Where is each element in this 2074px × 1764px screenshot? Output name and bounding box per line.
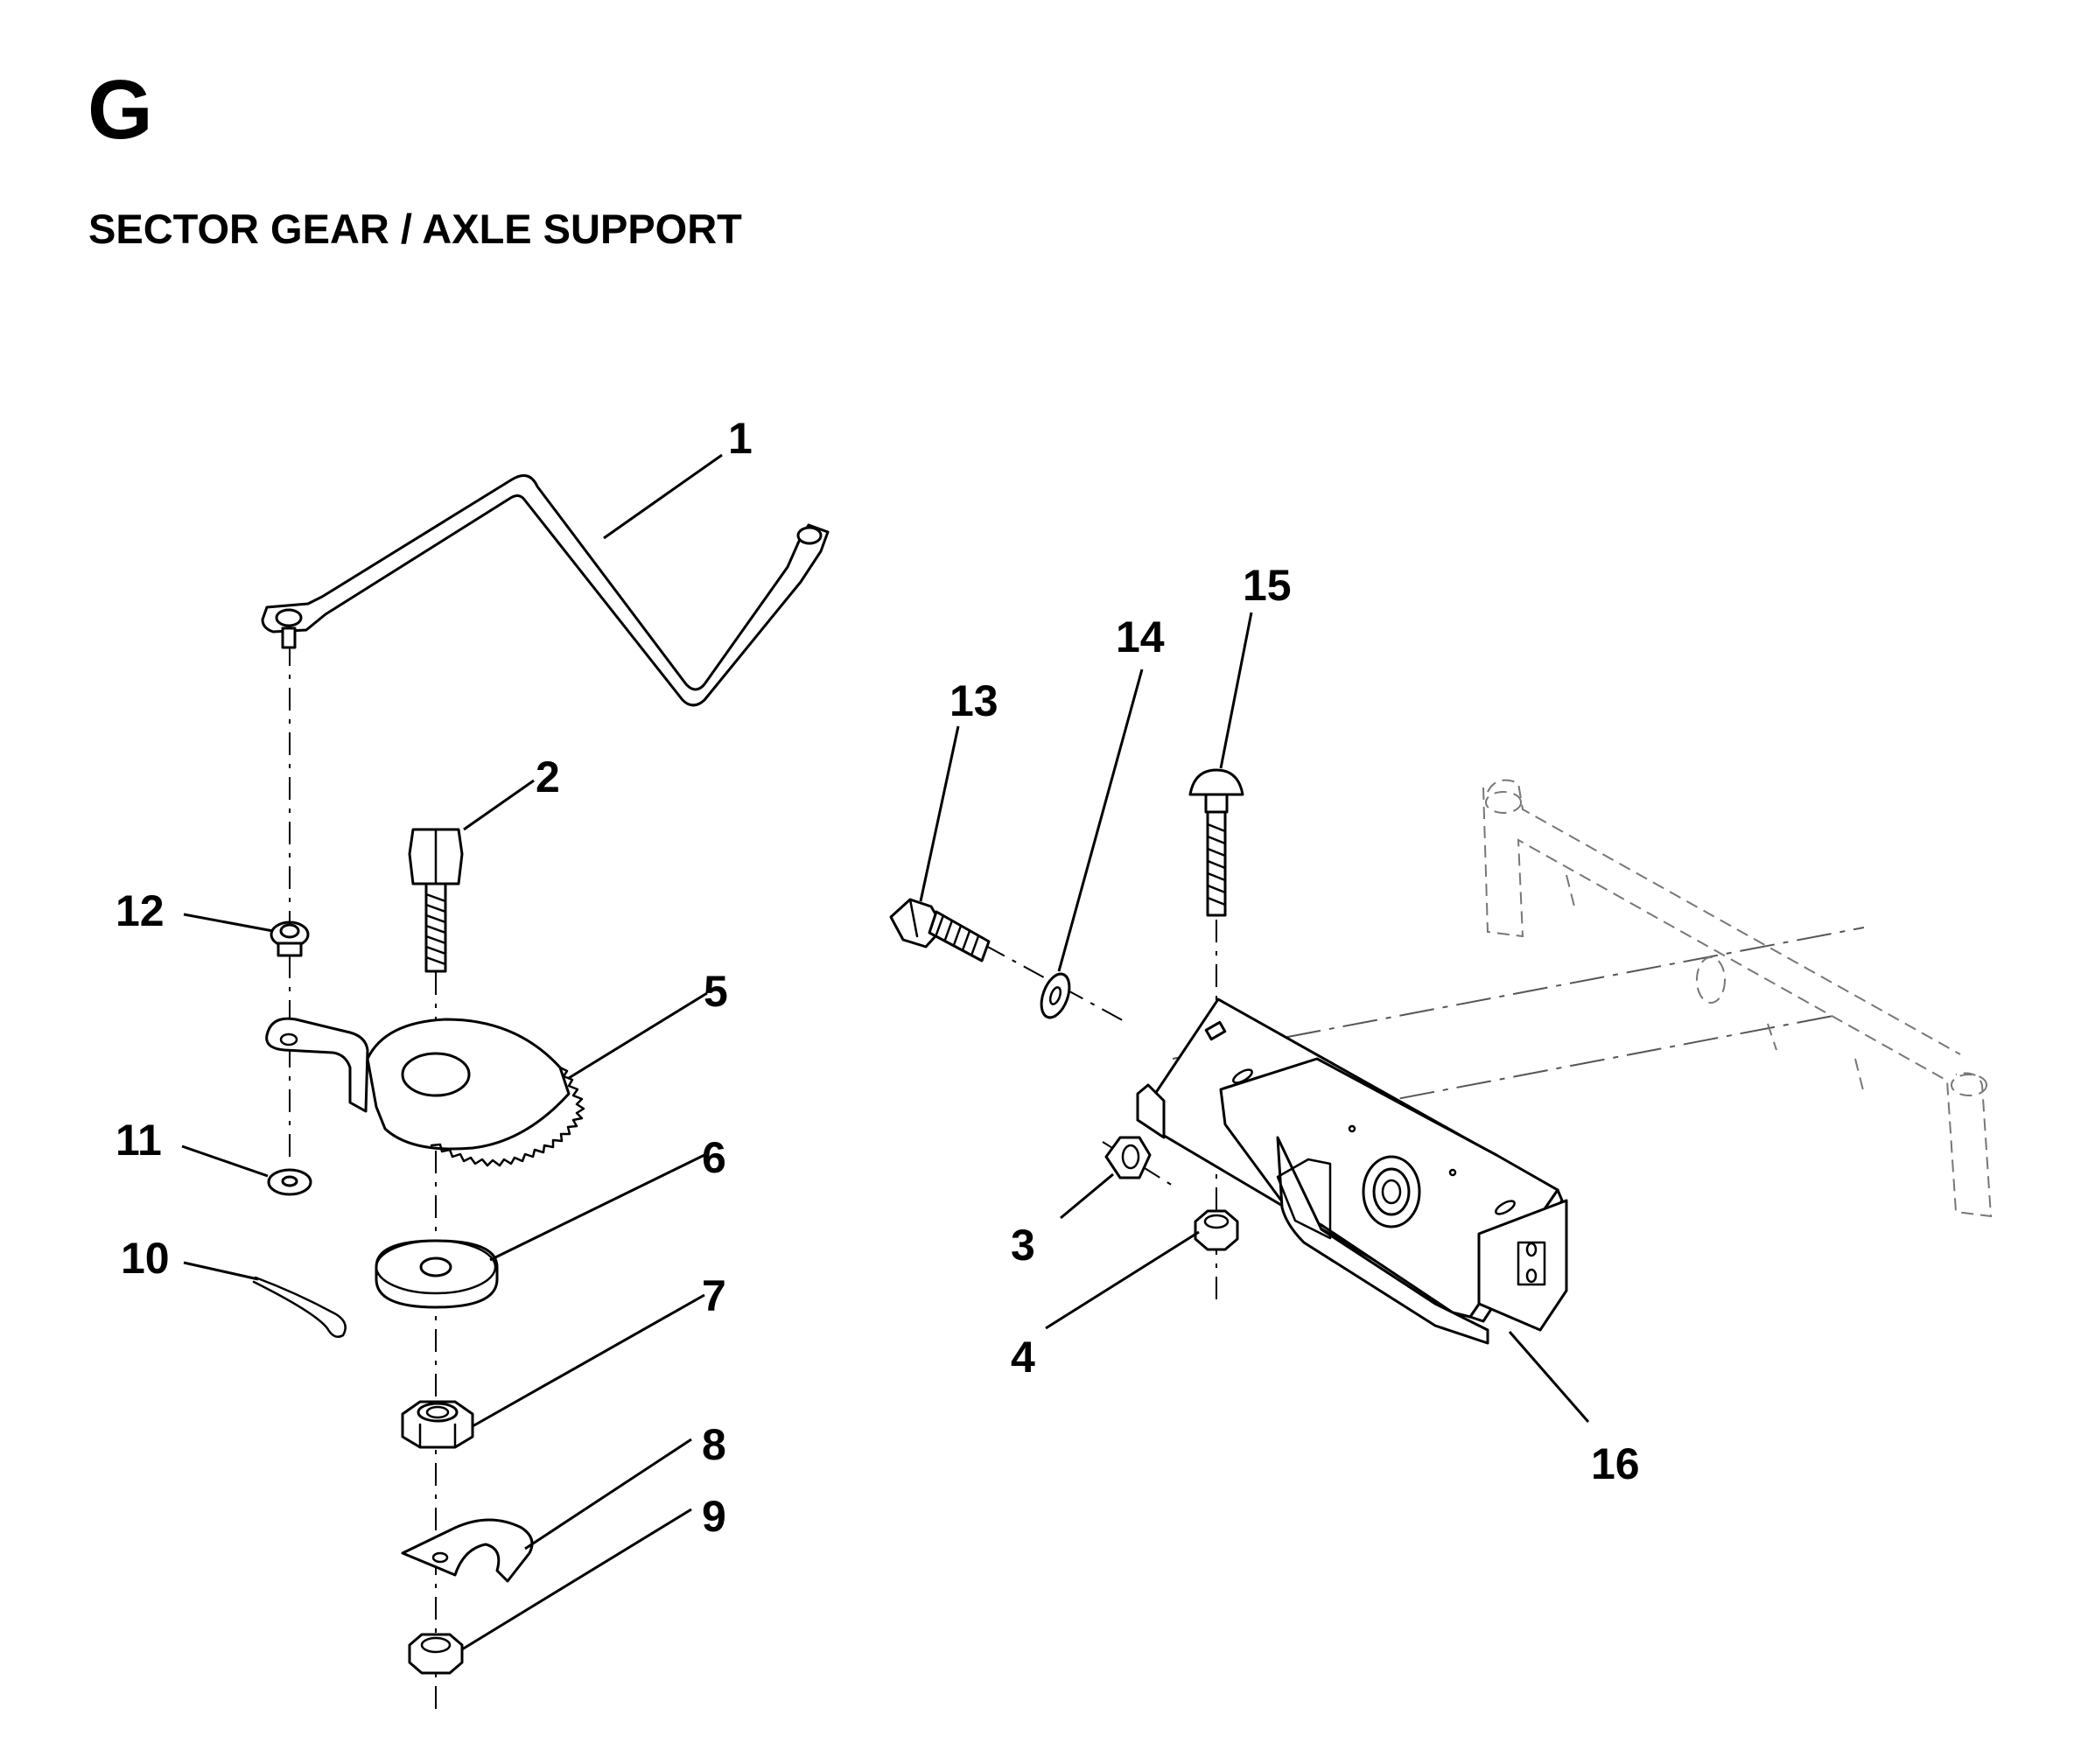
callout-numbers: 1 2 5 6 7 8 9 10 11 12 13 14 15 3 4 16 [116, 414, 1640, 1541]
section-title: SECTOR GEAR / AXLE SUPPORT [88, 206, 742, 252]
callout-15: 15 [1243, 561, 1292, 610]
callout-7: 7 [702, 1271, 726, 1320]
callout-6: 6 [702, 1133, 726, 1182]
part-5-sector-gear [265, 1017, 585, 1167]
part-9-hex-nut [408, 1633, 464, 1675]
part-6-spacer [375, 1239, 499, 1309]
section-letter: G [88, 63, 153, 157]
part-1-drag-link [261, 474, 830, 707]
callout-11: 11 [116, 1116, 162, 1165]
part-13-hex-bolt [889, 898, 991, 962]
callout-5: 5 [704, 967, 728, 1016]
callout-3: 3 [1011, 1221, 1035, 1270]
left-assembly-centerlines [289, 643, 437, 1715]
part-15-carriage-bolt [1188, 768, 1244, 917]
part-2-hex-bolt [408, 828, 464, 973]
axle-phantom-outline [1482, 779, 1993, 1218]
part-12-flange-nut [270, 920, 310, 957]
callout-4: 4 [1011, 1333, 1035, 1382]
part-8-clamp [401, 1518, 534, 1583]
part-11-flat-washer [267, 1168, 312, 1196]
part-16-axle-support-bracket [1136, 998, 1568, 1345]
callout-10: 10 [121, 1234, 170, 1283]
callout-14: 14 [1116, 612, 1165, 662]
part-14-washer [1040, 972, 1071, 1019]
part-4-nut [1194, 1209, 1239, 1251]
part-10-cotter-pin [252, 1276, 347, 1338]
callout-1: 1 [728, 414, 753, 463]
callout-16: 16 [1591, 1439, 1640, 1488]
callout-leaders [181, 453, 1590, 1651]
callout-13: 13 [949, 676, 998, 725]
callout-9: 9 [702, 1492, 726, 1541]
callout-12: 12 [116, 886, 165, 935]
part-3-nut [1104, 1136, 1152, 1180]
callout-8: 8 [702, 1420, 726, 1469]
part-7-hex-nut [401, 1400, 474, 1449]
callout-2: 2 [536, 752, 560, 802]
